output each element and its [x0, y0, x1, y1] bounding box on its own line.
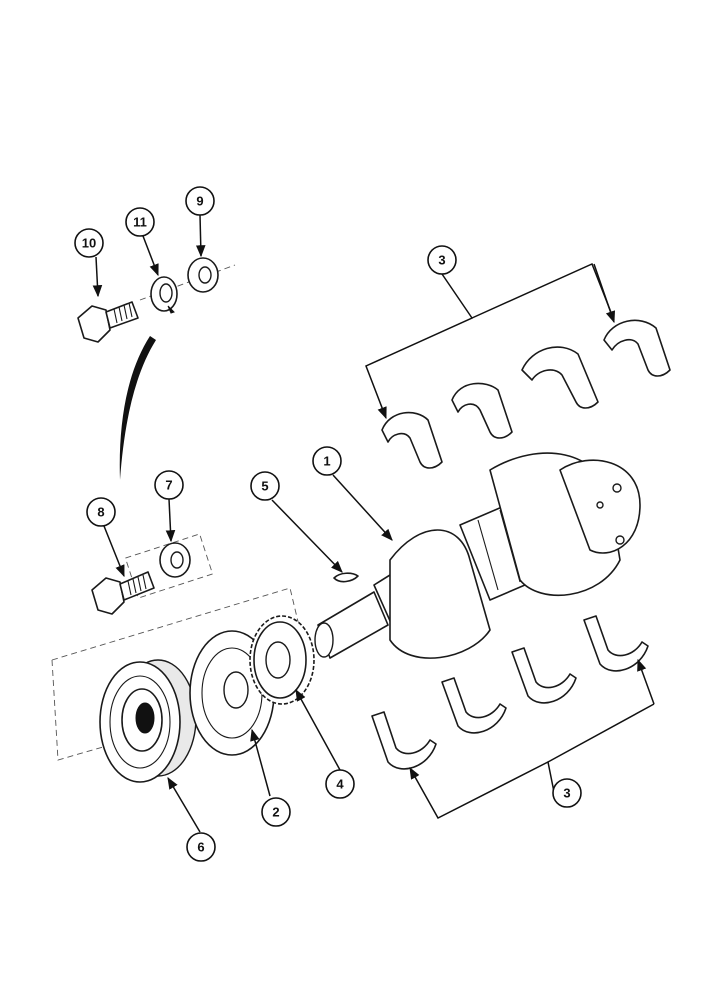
callout-11: 11: [125, 207, 155, 237]
svg-text:3: 3: [563, 786, 570, 801]
callout-4: 4: [325, 769, 355, 799]
leader-lines: [92, 214, 655, 833]
callout-5: 5: [250, 471, 280, 501]
callout-3-bottom: 3: [552, 778, 582, 808]
callout-1: 1: [312, 446, 342, 476]
svg-text:3: 3: [438, 253, 445, 268]
alignment-phantom-box: [51, 587, 301, 761]
svg-text:6: 6: [197, 840, 204, 855]
main-bearing-upper-1: [381, 411, 443, 469]
svg-text:4: 4: [336, 777, 344, 792]
callout-9: 9: [185, 186, 215, 216]
svg-text:5: 5: [261, 479, 268, 494]
svg-text:8: 8: [97, 505, 104, 520]
main-bearing-lower-1: [371, 711, 437, 770]
svg-text:2: 2: [272, 805, 279, 820]
bolt-10: [77, 264, 236, 343]
main-bearing-lower-2: [441, 677, 507, 734]
callout-10: 10: [74, 228, 104, 258]
main-bearing-upper-2: [451, 382, 513, 439]
callout-3-top: 3: [427, 245, 457, 275]
svg-text:11: 11: [133, 215, 147, 230]
lock-washer-11: [150, 276, 178, 314]
crankshaft-1: [314, 452, 641, 659]
svg-text:10: 10: [82, 236, 96, 251]
gear-4: [249, 615, 315, 705]
washer-9: [187, 257, 219, 293]
callout-6: 6: [186, 832, 216, 862]
svg-text:9: 9: [196, 194, 203, 209]
assembly-sweep-arrow: [119, 336, 156, 480]
callout-2: 2: [261, 797, 291, 827]
main-bearing-upper-3: [521, 346, 599, 409]
main-bearing-upper-4: [603, 319, 671, 377]
svg-text:7: 7: [165, 478, 172, 493]
callout-7: 7: [154, 470, 184, 500]
washer-7: [159, 542, 191, 578]
main-bearing-lower-3: [511, 647, 577, 704]
pulley-6: [99, 659, 197, 783]
key-5: [333, 572, 359, 583]
bolt-8: [91, 533, 214, 615]
svg-text:1: 1: [323, 454, 330, 469]
main-bearing-lower-4: [583, 615, 649, 672]
callout-8: 8: [86, 497, 116, 527]
